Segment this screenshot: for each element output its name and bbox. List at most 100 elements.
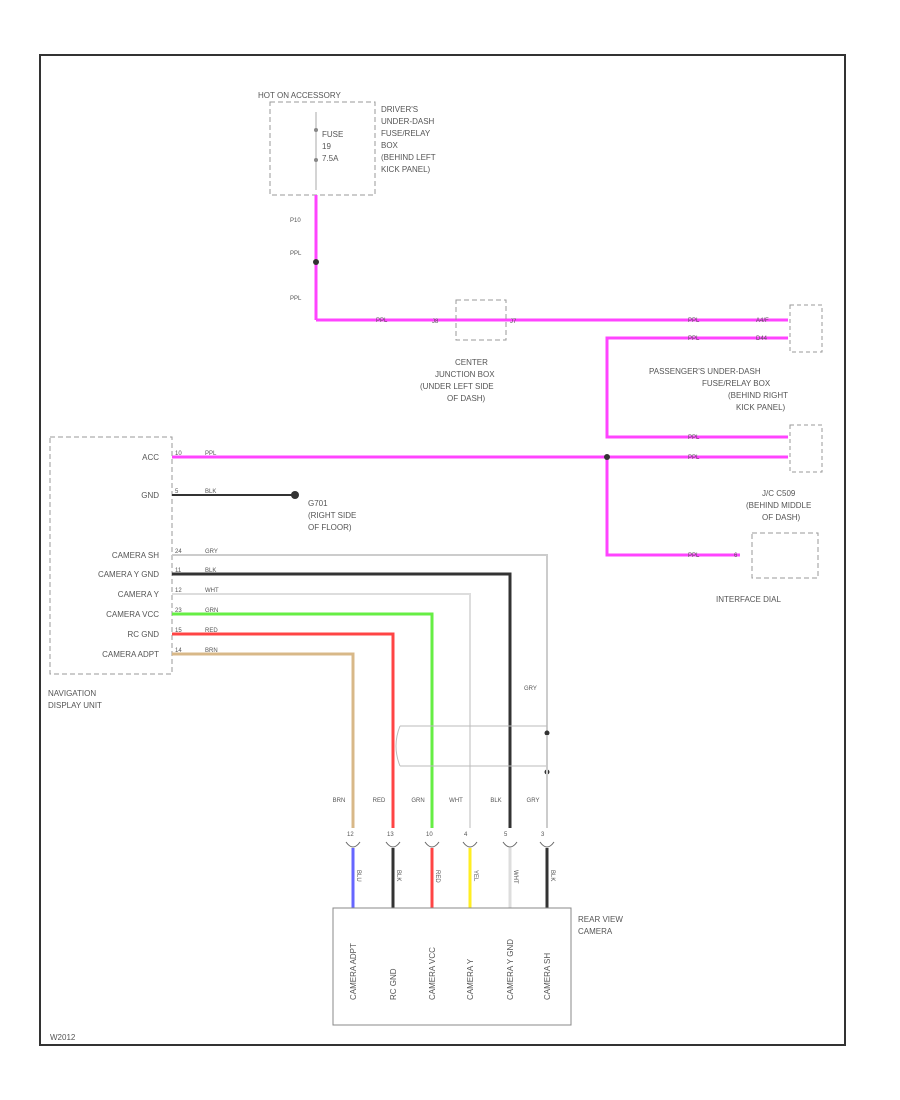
center-junction-pin-left: J8 [432,319,439,325]
fuse-box-desc-1: DRIVER'S [381,105,418,114]
riser-pin-label: P10 [290,218,301,224]
camera-wire-bottom-label: YEL [472,870,478,882]
nav-row-wire-label: BLK [205,568,216,574]
camera-wires [172,554,548,828]
ppl-wires [172,195,788,557]
camera-wire-bottom-label: RED [434,870,440,883]
nav-row-pin: 10 [175,451,182,457]
rear-camera-pin-label: CAMERA ADPT [349,943,358,1000]
passenger-pin-label-2: D44 [756,336,768,342]
center-junction-desc-1: CENTER [455,358,488,367]
ppl-splice-top [313,259,319,265]
nav-row-label: GND [141,491,159,500]
center-junction-outline [455,299,507,341]
camera-connector-mark [345,841,361,848]
camera-wire-top-label: RED [373,798,386,804]
ppl-wire-label-3: PPL [376,318,388,324]
wire-camera-y [172,593,471,828]
nav-row-wire-label: GRN [205,608,218,614]
rear-camera-pin-label: CAMERA SH [543,953,552,1000]
center-junction-desc-3: (UNDER LEFT SIDE [420,382,494,391]
fuse-amps: 7.5A [322,154,339,163]
rear-camera-name-1: REAR VIEW [578,915,623,924]
passenger-box-desc-4: KICK PANEL) [736,403,786,412]
rear-camera-pin-label: RC GND [389,968,398,1000]
camera-wire-top-label: WHT [449,798,463,804]
riser-wire-label-1: PPL [290,251,302,257]
camera-wire-top-label: BRN [333,798,346,804]
rear-camera-box [332,907,572,1026]
nav-row-label: CAMERA Y [118,590,160,599]
camera-connector-mark [424,841,440,848]
jc-desc-1: (BEHIND MIDDLE [746,501,811,510]
fuse-box-desc-6: KICK PANEL) [381,165,431,174]
jc-name: J/C C509 [762,489,796,498]
fuse-number: 19 [322,142,331,151]
nav-row-pin: 15 [175,628,182,634]
fuse-box-header: HOT ON ACCESSORY [258,91,342,100]
fuse-box-desc-4: BOX [381,141,399,150]
riser-wire-label-2: PPL [290,296,302,302]
camera-connector-mark [385,841,401,848]
shield-splice-1 [544,730,550,736]
nav-row-pin: 11 [175,568,182,574]
fuse-box-desc-5: (BEHIND LEFT [381,153,436,162]
camera-wire-bottom-label: BLU [355,870,361,882]
wire-rc-gnd [172,632,395,828]
camera-connector-pin: 4 [464,832,468,838]
camera-connector-mark [502,841,518,848]
nav-row-label: CAMERA VCC [106,610,159,619]
nav-row-wire-label: WHT [205,588,219,594]
fuse-terminal-bottom [314,158,318,162]
interface-dial-label: INTERFACE DIAL [716,595,781,604]
camera-connector-pin: 3 [541,832,545,838]
center-junction-desc-2: JUNCTION BOX [435,370,495,379]
wire-camera-sh [172,554,548,735]
jc-desc-2: OF DASH) [762,513,801,522]
nav-row-pin: 24 [175,549,182,555]
ground-desc-2: OF FLOOR) [308,523,352,532]
camera-connector-mark [539,841,555,848]
nav-unit-label-1: NAVIGATION [48,689,96,698]
camera-wire-bottom-label: BLK [395,870,401,881]
passenger-wire-label-2: PPL [688,336,700,342]
camera-wire-top-label: GRY [527,798,540,804]
ground-point [291,491,299,499]
interface-wire-label: PPL [688,553,700,559]
wire-camera-adpt [172,652,355,828]
fuse-box-desc-2: UNDER-DASH [381,117,435,126]
camera-connector-pin: 12 [347,832,354,838]
passenger-box-desc-3: (BEHIND RIGHT [728,391,788,400]
nav-row-pin: 5 [175,489,179,495]
fuse-box-desc-3: FUSE/RELAY [381,129,431,138]
jc-connector [789,424,823,473]
camera-wire-top-label: BLK [490,798,501,804]
nav-row-label: CAMERA SH [112,551,159,560]
center-junction-pin-right: J7 [510,319,517,325]
ppl-interface-wire [605,457,740,557]
fuse-box-outline [269,101,376,196]
nav-row-wire-label: GRY [205,549,218,555]
interface-dial-outline [751,532,819,579]
passenger-box-desc-2: FUSE/RELAY BOX [702,379,771,388]
nav-row-label: CAMERA Y GND [98,570,159,579]
ppl-passenger-loop-wire [605,336,788,439]
camera-wire-top-label: GRN [411,798,424,804]
nav-row-wire-label: BRN [205,648,218,654]
center-junction-desc-4: OF DASH) [447,394,486,403]
passenger-wire-label-1: PPL [688,318,700,324]
diagram-frame [39,54,846,1046]
rear-camera-pin-label: CAMERA VCC [428,947,437,1000]
fuse-terminal-top [314,128,318,132]
wire-camera-vcc [172,612,434,828]
passenger-box-connector [789,304,823,353]
nav-row-wire-label: PPL [205,451,217,457]
camera-connector-mark [462,841,478,848]
interface-pin-label: 6 [734,553,738,559]
ppl-splice-acc [604,454,610,460]
nav-row-pin: 12 [175,588,182,594]
passenger-box-desc-1: PASSENGER'S UNDER-DASH [649,367,761,376]
nav-row-label: ACC [142,453,159,462]
